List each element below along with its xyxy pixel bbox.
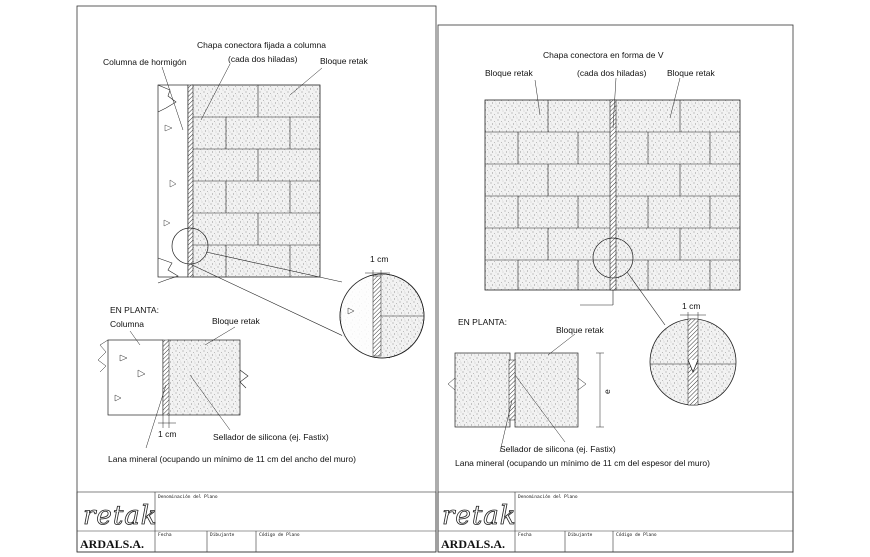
retak-logo-right: retak — [442, 501, 517, 531]
label-retak-block: Bloque retak — [320, 56, 368, 66]
label-plan-wool-right: Lana mineral (ocupando un mínimo de 11 c… — [455, 458, 710, 468]
retak-logo: retak — [83, 501, 158, 531]
plan-view-left — [97, 326, 249, 449]
label-retak-block-right: Bloque retak — [667, 68, 715, 78]
title-block-left — [76, 491, 437, 553]
right-sheet: Chapa conectora en forma de V (cada dos … — [437, 24, 794, 553]
label-connector-frequency: (cada dos hiladas) — [228, 54, 298, 64]
mineral-wool-joint — [187, 84, 194, 278]
label-plan-thickness: e — [602, 389, 612, 394]
field-plan-name: Denominación del Plano — [158, 493, 218, 500]
plan-block — [167, 339, 241, 416]
label-v-connector-frequency: (cada dos hiladas) — [577, 68, 647, 78]
ardal-brand: ARDALS.A. — [80, 537, 144, 551]
left-sheet: Columna de hormigón Chapa conectora fija… — [76, 5, 437, 553]
label-plan-block: Bloque retak — [212, 316, 260, 326]
label-plan-dimension: 1 cm — [158, 429, 176, 439]
label-connector-plate: Chapa conectora fijada a columna — [197, 40, 326, 50]
field-plan-code-right: Código de Plano — [616, 531, 657, 538]
field-drawn-by-right: Dibujante — [568, 532, 593, 538]
zoom-detail-right — [649, 312, 737, 406]
field-plan-name-right: Denominación del Plano — [518, 493, 578, 500]
label-retak-block-left: Bloque retak — [485, 68, 533, 78]
label-concrete-column: Columna de hormigón — [103, 57, 187, 67]
zoom-detail-left — [339, 270, 425, 359]
detail-marker-circle-right — [592, 237, 634, 279]
label-plan-sealant: Sellador de silicona (ej. Fastix) — [213, 432, 329, 442]
field-date-right: Fecha — [518, 532, 532, 538]
label-zoom-dimension-right: 1 cm — [682, 301, 700, 311]
label-plan-title: EN PLANTA: — [110, 305, 159, 315]
label-zoom-dimension: 1 cm — [370, 254, 388, 264]
concrete-column-elevation — [157, 84, 189, 284]
label-plan-column: Columna — [110, 319, 144, 329]
plan-view-right — [447, 333, 604, 453]
label-plan-sealant-right: Sellador de silicona (ej. Fastix) — [500, 444, 616, 454]
ardal-brand-right: ARDALS.A. — [441, 537, 505, 551]
field-plan-code: Código de Plano — [259, 531, 300, 538]
label-plan-block-right: Bloque retak — [556, 325, 604, 335]
label-plan-wool: Lana mineral (ocupando un mínimo de 11 c… — [108, 454, 356, 464]
label-plan-title-right: EN PLANTA: — [458, 317, 507, 327]
retak-wall-elevation-right — [484, 99, 741, 306]
field-date: Fecha — [158, 532, 172, 538]
field-drawn-by: Dibujante — [210, 532, 235, 538]
retak-wall-elevation — [187, 84, 321, 278]
title-block-right — [437, 491, 794, 553]
label-v-connector: Chapa conectora en forma de V — [543, 50, 664, 60]
plan-column — [107, 339, 164, 416]
